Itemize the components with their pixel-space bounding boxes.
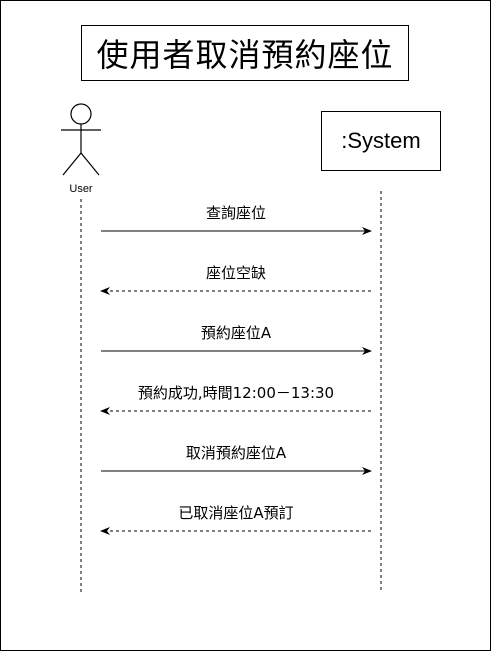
message-arrows	[100, 227, 372, 535]
message-label-3: 預約座位A	[200, 324, 272, 342]
message-label-6: 已取消座位A預訂	[178, 504, 294, 522]
diagram-title: 使用者取消預約座位	[81, 25, 409, 81]
user-actor-label: User	[69, 183, 93, 195]
message-label-2: 座位空缺	[205, 264, 266, 282]
message-label-1: 查詢座位	[205, 204, 266, 222]
user-actor-icon	[61, 103, 101, 176]
message-label-5: 取消預約座位A	[185, 444, 287, 462]
message-label-4: 預約成功,時間12:00－13:30	[137, 384, 335, 402]
system-lifeline-head: :System	[321, 111, 441, 171]
